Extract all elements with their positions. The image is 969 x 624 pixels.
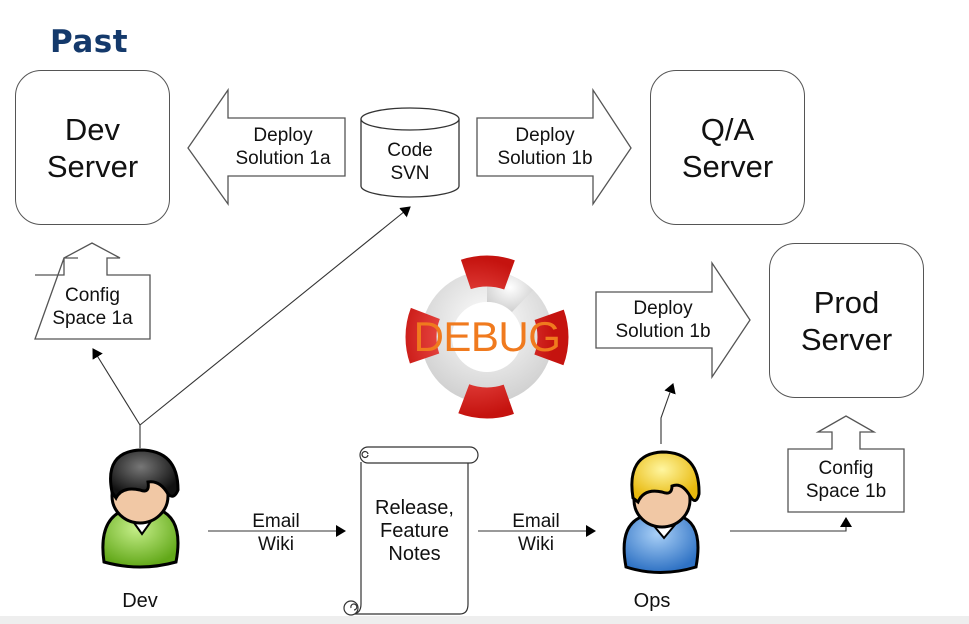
dev-channel-line1: Email: [252, 511, 300, 532]
dev-to-config1a-line: [92, 348, 141, 426]
svn-label-line2: SVN: [390, 163, 430, 184]
config-1a-label-line2: Space 1a: [52, 308, 133, 329]
prod-server-label-line2: Server: [800, 321, 893, 357]
deploy-1b-top-label-line1: Deploy: [515, 125, 575, 146]
config-1b-label-line1: Config: [818, 458, 874, 479]
prod-server-box: Prod Server: [769, 243, 924, 398]
debug-label: DEBUG: [413, 313, 561, 360]
config-1b-shape: [787, 415, 905, 513]
ops-to-deploy-line: [660, 383, 676, 444]
dev-server-box: Dev Server: [15, 70, 170, 225]
deploy-1b-mid-label-line1: Deploy: [633, 298, 693, 319]
release-notes-scroll: [343, 446, 479, 616]
ops-channel-line2: Wiki: [518, 534, 554, 555]
svn-label: Code SVN: [361, 139, 459, 185]
deploy-1a-label-line2: Solution 1a: [235, 148, 331, 169]
dev-person-icon: [101, 448, 180, 569]
dev-server-label-line2: Server: [46, 148, 139, 184]
prod-server-label-line1: Prod: [813, 284, 880, 320]
qa-server-label-line1: Q/A: [700, 111, 755, 147]
qa-server-box: Q/A Server: [650, 70, 805, 225]
deploy-1b-mid-label-line2: Solution 1b: [615, 321, 711, 342]
dev-channel-line2: Wiki: [258, 534, 294, 555]
page-title: Past: [50, 24, 129, 60]
release-notes-line2: Feature: [380, 520, 449, 542]
config-1a-label-line1: Config: [65, 285, 120, 306]
deploy-1b-mid-label: Deploy Solution 1b: [596, 297, 730, 343]
svn-cylinder: [360, 107, 460, 198]
release-notes-label: Release, Feature Notes: [361, 497, 468, 566]
config-1a-shape: [34, 242, 151, 340]
dev-server-label-line1: Dev: [64, 111, 121, 147]
deploy-1a-label-line1: Deploy: [253, 125, 313, 146]
ops-to-config1b-line: [730, 517, 852, 532]
config-1a-label: Config Space 1a: [35, 284, 150, 330]
qa-server-label-line2: Server: [681, 148, 774, 184]
release-notes-line1: Release,: [375, 497, 454, 519]
dev-to-svn-line: [139, 206, 411, 426]
config-1b-label: Config Space 1b: [788, 457, 904, 503]
svn-label-line1: Code: [387, 140, 433, 161]
deploy-1b-top-arrow-shape: [476, 87, 632, 207]
notes-to-ops-channel-label: Email Wiki: [496, 510, 576, 556]
deploy-1b-top-label-line2: Solution 1b: [497, 148, 593, 169]
deploy-1b-mid-arrow-shape: [595, 260, 751, 380]
config-1b-label-line2: Space 1b: [805, 481, 887, 502]
deploy-1b-top-label: Deploy Solution 1b: [478, 124, 612, 170]
dev-person-label: Dev: [122, 590, 158, 612]
ops-person-label: Ops: [633, 590, 671, 612]
ops-channel-line1: Email: [512, 511, 560, 532]
release-notes-line3: Notes: [388, 543, 441, 565]
deploy-1a-label: Deploy Solution 1a: [218, 124, 348, 170]
dev-to-notes-channel-label: Email Wiki: [236, 510, 316, 556]
deploy-1a-arrow-shape: [187, 87, 346, 207]
bottom-strip: [0, 616, 969, 624]
ops-person-icon: [622, 450, 701, 574]
lifebuoy-icon: [405, 255, 569, 419]
